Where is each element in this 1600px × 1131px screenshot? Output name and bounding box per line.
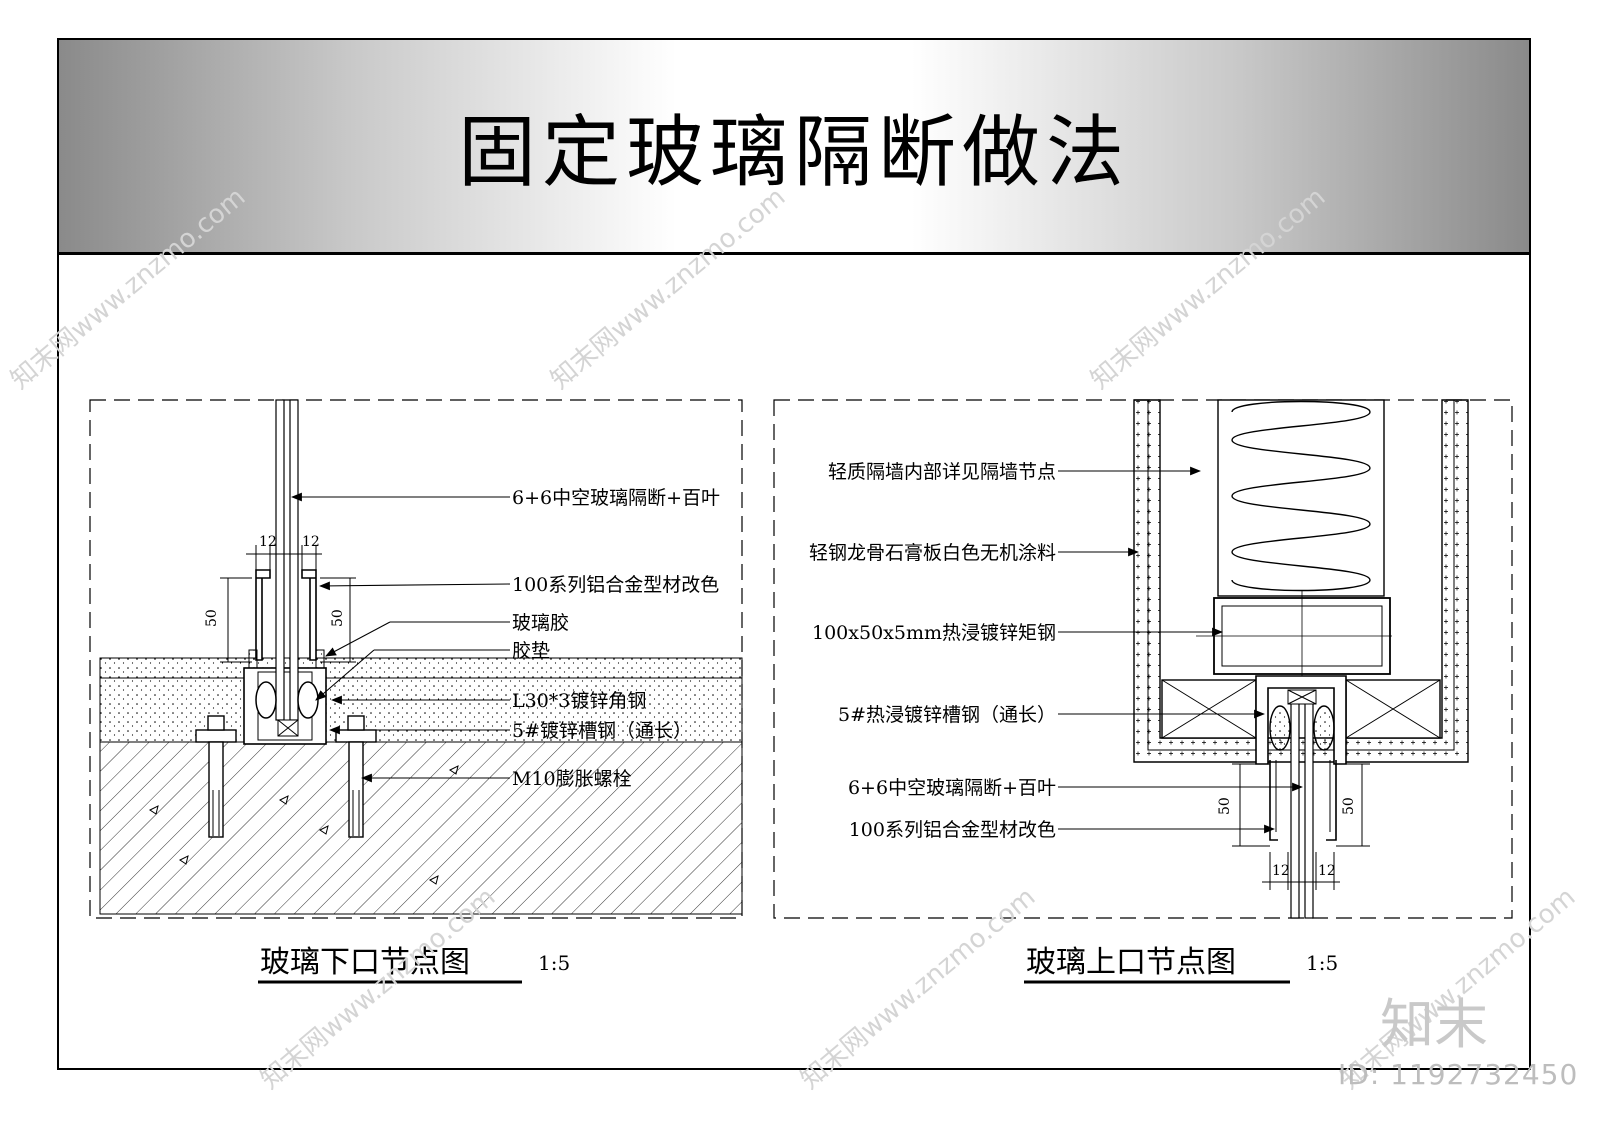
label-rect-steel: 100x50x5mm热浸镀锌矩钢 (812, 622, 1056, 644)
top-dim-right-gap: 12 (1318, 863, 1336, 879)
floor-finish-layer (99, 657, 743, 679)
watermark-text: 知末网www.znzmo.com (1085, 182, 1331, 395)
top-glass-pane (1290, 695, 1300, 919)
label-glass: 6+6中空玻璃隔断+百叶 (512, 487, 720, 509)
title-band: 固定玻璃隔断做法 (59, 40, 1529, 255)
dim-right-height: 50 (330, 609, 346, 627)
top-dim-left-gap: 12 (1272, 863, 1290, 879)
top-dimension-lines (1232, 763, 1370, 890)
gypsum-board (1133, 399, 1469, 763)
watermark-text: 知末网www.znzmo.com (5, 182, 251, 395)
insulation-coil (1231, 400, 1371, 592)
top-dim-left-height: 50 (1217, 797, 1233, 815)
aggregate-marks (149, 765, 459, 885)
label-partition-wall: 轻质隔墙内部详见隔墙节点 (828, 461, 1056, 483)
dimension-lines (220, 545, 356, 663)
watermark-text: 知末网www.znzmo.com (795, 882, 1041, 1095)
bottom-detail-caption: 玻璃下口节点图 (260, 945, 470, 980)
asset-id: ID: 1192732450 (1338, 1058, 1579, 1091)
rubber-gasket (255, 681, 277, 719)
concrete-slab (99, 741, 743, 915)
leader-lines (290, 492, 511, 783)
top-gasket-right (1313, 705, 1335, 751)
label-top-aluminium: 100系列铝合金型材改色 (849, 819, 1056, 841)
label-gypsum: 轻钢龙骨石膏板白色无机涂料 (809, 541, 1056, 564)
label-bolt: M10膨胀螺栓 (512, 768, 632, 790)
label-channel: 5#镀锌槽钢（通长） (512, 720, 692, 742)
glass-pane (275, 399, 285, 721)
glass-sealant (248, 649, 258, 669)
aluminium-profile (255, 569, 317, 661)
dim-left-gap: 12 (259, 534, 277, 550)
label-top-glass: 6+6中空玻璃隔断+百叶 (848, 777, 1056, 799)
top-detail-caption: 玻璃上口节点图 (1026, 945, 1236, 980)
bottom-detail-scale: 1:5 (538, 951, 570, 975)
label-top-channel: 5#热浸镀锌槽钢（通长） (838, 704, 1056, 726)
label-angle-steel: L30*3镀锌角钢 (512, 690, 646, 712)
page-title: 固定玻璃隔断做法 (457, 108, 1130, 198)
top-aluminium-profile (1269, 760, 1337, 841)
label-aluminium: 100系列铝合金型材改色 (512, 574, 719, 596)
top-gasket-left (1269, 705, 1291, 751)
label-sealant: 玻璃胶 (512, 612, 569, 634)
top-dim-right-height: 50 (1341, 797, 1357, 815)
dim-right-gap: 12 (302, 534, 320, 550)
watermark-text: 知末网www.znzmo.com (545, 182, 791, 395)
top-detail: 50 50 12 12 轻质隔墙内部详见隔墙节点 轻钢龙骨石膏板白色无机涂料 1… (773, 399, 1513, 984)
top-leader-lines (1058, 466, 1304, 834)
bottom-detail-boundary (89, 399, 743, 919)
expansion-bolt-left (195, 715, 237, 838)
bottom-detail: 12 12 50 50 6+6中空玻璃隔断+百叶 100系列铝合金型材改色 玻璃… (89, 399, 743, 984)
dim-left-height: 50 (204, 609, 220, 627)
sheet-frame (57, 38, 1531, 1070)
brand-logo: 知末 (1380, 993, 1488, 1056)
label-gasket: 胶垫 (512, 640, 550, 662)
top-detail-scale: 1:5 (1306, 951, 1338, 975)
